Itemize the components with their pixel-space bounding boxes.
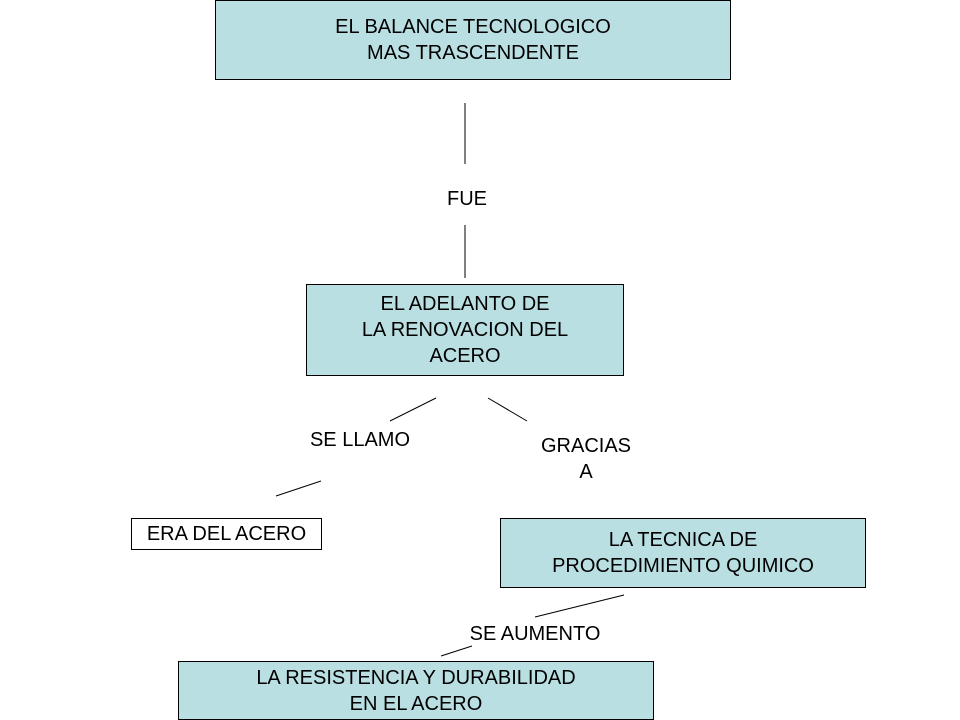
- era-concept-box: ERA DEL ACERO: [131, 518, 322, 550]
- top-concept-line-2: MAS TRASCENDENTE: [367, 42, 579, 64]
- resistencia-concept-line-2: EN EL ACERO: [349, 693, 483, 715]
- link-label-se-aumento-text: SE AUMENTO: [469, 623, 601, 645]
- link-label-fue-text: FUE: [447, 188, 487, 210]
- link-label-se-llamo: SE LLAMO: [295, 427, 425, 453]
- link-label-gracias-line-2: A: [579, 461, 593, 483]
- link-label-se-llamo-text: SE LLAMO: [309, 429, 411, 451]
- middle-concept-box: EL ADELANTO DE LA RENOVACION DEL ACERO: [306, 284, 624, 376]
- connector-se-aumento-resistencia: [440, 645, 473, 657]
- link-label-fue: FUE: [430, 186, 504, 212]
- link-label-gracias: GRACIAS A: [520, 433, 652, 485]
- link-label-gracias-line-1: GRACIAS: [540, 435, 632, 457]
- era-concept-line-1: ERA DEL ACERO: [146, 523, 307, 545]
- middle-concept-line-1: EL ADELANTO DE: [380, 293, 550, 315]
- middle-concept-line-2: LA RENOVACION DEL: [361, 319, 569, 341]
- middle-concept-line-3: ACERO: [429, 345, 501, 367]
- resistencia-concept-box: LA RESISTENCIA Y DURABILIDAD EN EL ACERO: [178, 661, 654, 720]
- connector-tecnica-se-aumento: [534, 594, 625, 618]
- connector-se-llamo-era: [275, 480, 322, 497]
- connector-middle-gracias: [487, 397, 528, 422]
- top-concept-box: EL BALANCE TECNOLOGICO MAS TRASCENDENTE: [215, 0, 731, 80]
- connector-middle-se-llamo: [389, 397, 437, 422]
- top-concept-line-1: EL BALANCE TECNOLOGICO: [335, 16, 611, 38]
- tecnica-concept-line-1: LA TECNICA DE: [608, 529, 758, 551]
- tecnica-concept-box: LA TECNICA DE PROCEDIMIENTO QUIMICO: [500, 518, 866, 588]
- tecnica-concept-line-2: PROCEDIMIENTO QUIMICO: [552, 555, 814, 577]
- link-label-se-aumento: SE AUMENTO: [440, 621, 630, 647]
- resistencia-concept-line-1: LA RESISTENCIA Y DURABILIDAD: [256, 667, 576, 689]
